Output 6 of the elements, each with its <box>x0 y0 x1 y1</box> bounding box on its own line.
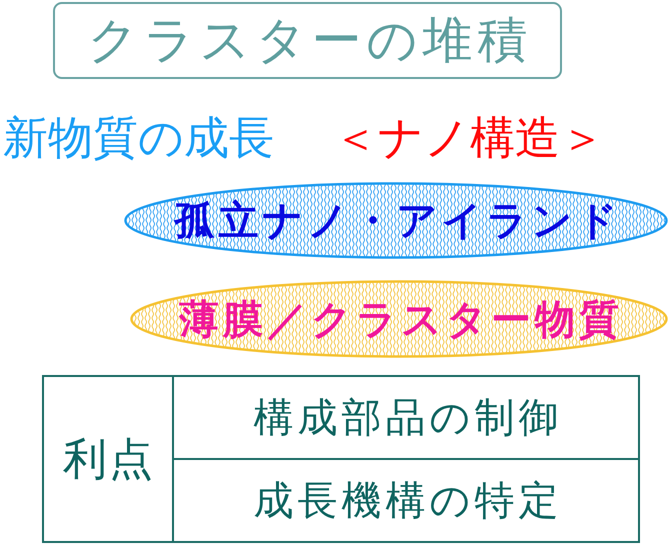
table-cell: 構成部品の制御 <box>173 376 639 459</box>
slide-title: クラスターの堆積 <box>53 2 562 79</box>
table-cell: 成長機構の特定 <box>173 459 639 542</box>
row-header: 利点 <box>43 376 173 542</box>
section-heading: 新物質の成長 <box>3 112 274 164</box>
section-subheading: ＜ナノ構造＞ <box>333 112 605 164</box>
